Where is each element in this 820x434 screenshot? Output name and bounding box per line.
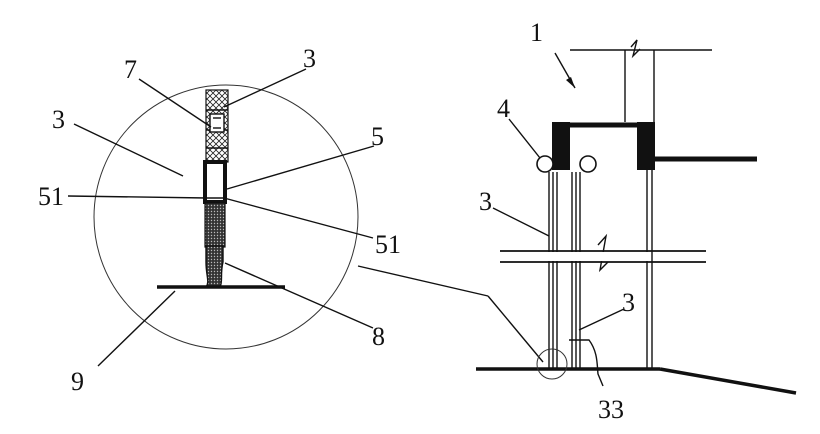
label-3-top: 3 xyxy=(303,44,316,73)
sleeve-5 xyxy=(203,160,227,204)
leader-8 xyxy=(224,262,374,329)
labels: 1 3 7 3 5 51 51 8 9 4 3 3 33 xyxy=(38,18,635,424)
flexible-tail-8 xyxy=(204,245,224,288)
leader-3-mid xyxy=(492,207,550,237)
leader-3-left xyxy=(73,123,184,177)
label-51-left: 51 xyxy=(38,182,64,211)
detail-connector-2 xyxy=(487,295,544,363)
detail-connector xyxy=(357,265,489,297)
label-3-left: 3 xyxy=(52,105,65,134)
label-3-low: 3 xyxy=(622,288,635,317)
element-33 xyxy=(569,339,604,387)
ground-slope xyxy=(659,367,797,395)
rod-lower-section xyxy=(204,202,226,248)
rod-middle xyxy=(571,172,581,369)
rod-left xyxy=(548,172,558,369)
leader-51-right xyxy=(223,197,374,239)
rod-right xyxy=(646,170,653,369)
leader-4 xyxy=(508,118,541,159)
label-5: 5 xyxy=(371,122,384,151)
leader-3-top xyxy=(223,68,307,108)
leader-51-left xyxy=(67,195,208,199)
label-9: 9 xyxy=(71,367,84,396)
detail-circle xyxy=(93,84,359,350)
label-7: 7 xyxy=(124,55,137,84)
leader-5 xyxy=(226,145,375,190)
label-51-right: 51 xyxy=(375,230,401,259)
label-3-mid: 3 xyxy=(479,187,492,216)
leader-3-low xyxy=(578,308,625,331)
detail-view xyxy=(67,68,544,367)
label-33: 33 xyxy=(598,395,624,424)
label-1: 1 xyxy=(530,18,543,47)
leader-9 xyxy=(97,290,176,367)
detail-marker xyxy=(536,348,568,380)
leader-1-arrow xyxy=(566,77,575,88)
leader-7 xyxy=(138,78,212,128)
label-8: 8 xyxy=(372,322,385,351)
clamp-element xyxy=(209,113,225,133)
pulley-right xyxy=(579,155,597,173)
pulley-left xyxy=(536,155,554,173)
label-4: 4 xyxy=(497,94,510,123)
main-view xyxy=(476,39,797,395)
